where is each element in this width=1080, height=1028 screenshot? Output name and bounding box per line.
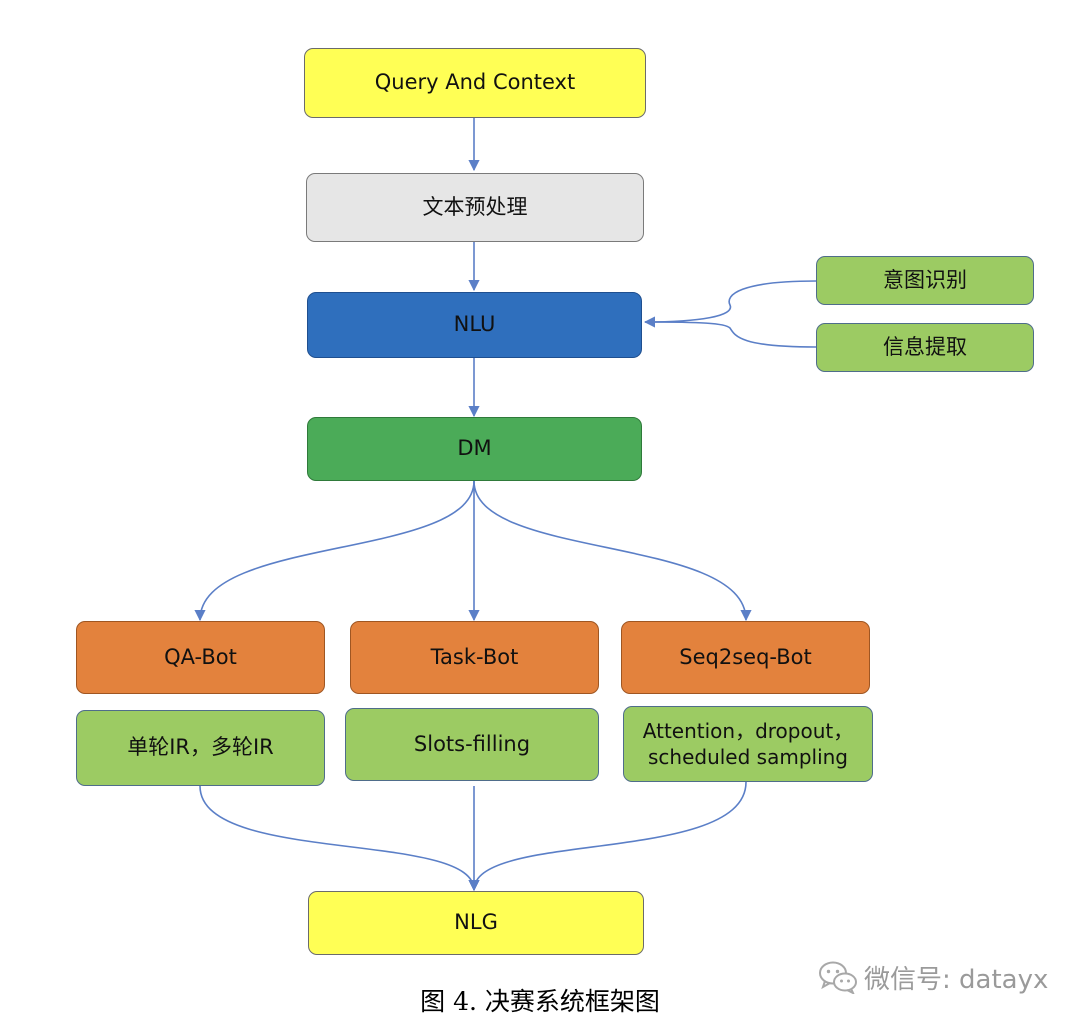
- watermark: 微信号: datayx: [818, 958, 1048, 996]
- arrow-seq2seq-to-nlg: [468, 781, 747, 892]
- watermark-text: 微信号: datayx: [864, 964, 1049, 995]
- text-preprocess-node: 文本预处理: [306, 173, 644, 242]
- task-detail-node: Slots-filling: [345, 708, 599, 781]
- text-preprocess-label: 文本预处理: [422, 194, 528, 219]
- intent-recognition-node: 意图识别: [816, 256, 1034, 305]
- dm-node: DM: [307, 417, 642, 481]
- seq2seq-detail-node: Attention，dropout， scheduled sampling: [623, 706, 873, 782]
- wechat-icon: [819, 961, 857, 994]
- nlg-node: NLG: [308, 891, 644, 955]
- nlu-node: NLU: [307, 292, 642, 358]
- info-extraction-label: 信息提取: [883, 334, 967, 359]
- task-bot-node: Task-Bot: [350, 621, 599, 694]
- arrow-dm-to-seq2seq-bot: [473, 480, 752, 622]
- intent-recognition-label: 意图识别: [883, 267, 967, 292]
- task-bot-label: Task-Bot: [430, 644, 519, 669]
- nlu-label: NLU: [453, 312, 496, 337]
- nlg-label: NLG: [454, 910, 498, 935]
- seq2seq-detail-label: Attention，dropout， scheduled sampling: [642, 719, 854, 769]
- task-detail-label: Slots-filling: [413, 731, 531, 756]
- qa-detail-label: 单轮IR，多轮IR: [127, 735, 274, 760]
- seq2seq-bot-label: Seq2seq-Bot: [679, 644, 812, 669]
- arrow-intent-to-nlu: [643, 280, 817, 328]
- arrow-qa-to-nlg: [199, 785, 480, 892]
- arrow-dm-to-qa-bot: [194, 480, 475, 622]
- dm-label: DM: [457, 436, 492, 461]
- seq2seq-bot-node: Seq2seq-Bot: [621, 621, 870, 694]
- qa-bot-label: QA-Bot: [164, 644, 237, 669]
- figure-caption: 图 4. 决赛系统框架图: [420, 987, 660, 1016]
- qa-detail-node: 单轮IR，多轮IR: [76, 710, 325, 786]
- query-and-context-node: Query And Context: [304, 48, 646, 118]
- arrow-info-to-nlu: [644, 321, 817, 348]
- info-extraction-node: 信息提取: [816, 323, 1034, 372]
- qa-bot-node: QA-Bot: [76, 621, 325, 694]
- query-and-context-label: Query And Context: [374, 70, 576, 95]
